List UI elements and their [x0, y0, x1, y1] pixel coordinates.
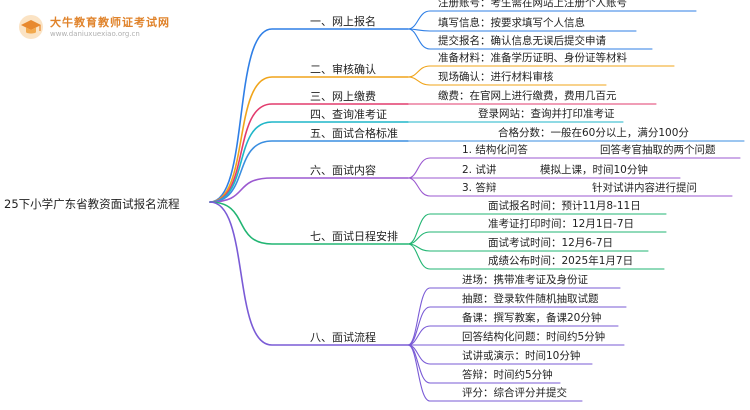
child-connector [407, 65, 675, 78]
branch-label[interactable]: 五、面试合格标准 [310, 127, 398, 140]
branch-connector [209, 177, 409, 203]
child-connector [407, 76, 607, 86]
branch-label[interactable]: 七、面试日程安排 [310, 230, 398, 243]
branch-connector [209, 121, 409, 203]
child-label[interactable]: 登录网站：查询并打印准考证 [478, 108, 615, 120]
child-label[interactable]: 面试报名时间：预计11月8-11日 [488, 200, 641, 212]
child-label[interactable]: 填写信息：按要求填写个人信息 [438, 17, 585, 29]
child-label[interactable]: 成绩公布时间：2025年1月7日 [488, 255, 634, 267]
child-label[interactable]: 准备材料：准备学历证明、身份证等材料 [438, 52, 627, 64]
child-label[interactable]: 抽题：登录软件随机抽取试题 [462, 293, 599, 305]
child-label[interactable]: 注册账号：考生需在网站上注册个人账号 [438, 0, 627, 9]
child-label[interactable]: 合格分数：一般在60分以上，满分100分 [498, 127, 689, 139]
logo-url: www.daniuxuexiao.org.cn [50, 29, 140, 38]
child-connector [407, 28, 653, 50]
site-logo[interactable]: 大牛教育教师证考试网 www.daniuxuexiao.org.cn [18, 14, 170, 40]
child-connector [407, 325, 619, 346]
child-label[interactable]: 2. 试讲 [462, 164, 497, 176]
detail-label[interactable]: 回答考官抽取的两个问题 [600, 144, 716, 156]
branch-connector [209, 28, 409, 203]
branch-connector [209, 103, 409, 203]
child-label[interactable]: 进场：携带准考证及身份证 [462, 274, 588, 286]
detail-label[interactable]: 针对试讲内容进行提问 [592, 182, 697, 194]
branch-connector [209, 201, 409, 346]
branch-label[interactable]: 六、面试内容 [310, 164, 376, 177]
child-connector [407, 306, 627, 346]
child-label[interactable]: 面试考试时间：12月6-7日 [488, 237, 614, 249]
child-label[interactable]: 提交报名：确认信息无误后提交申请 [438, 35, 606, 47]
branch-connector [209, 140, 409, 203]
child-label[interactable]: 3. 答辩 [462, 182, 497, 194]
child-label[interactable]: 1. 结构化问答 [462, 144, 528, 156]
child-label[interactable]: 备课：撰写教案，备课20分钟 [462, 312, 602, 324]
child-connector [407, 177, 533, 197]
child-connector [407, 213, 667, 245]
detail-label[interactable]: 模拟上课，时间10分钟 [540, 164, 648, 176]
child-label[interactable]: 答辩：时间约5分钟 [462, 369, 553, 381]
child-connector [407, 10, 697, 30]
child-connector [407, 344, 583, 402]
graduation-cap-icon [19, 15, 43, 39]
branch-label[interactable]: 三、网上缴费 [310, 90, 376, 103]
branch-label[interactable]: 四、查询准考证 [310, 108, 387, 121]
child-label[interactable]: 缴费：在官网上进行缴费，费用几百元 [438, 90, 617, 102]
child-connector [407, 157, 549, 179]
logo-title: 大牛教育教师证考试网 [50, 15, 170, 29]
child-label[interactable]: 准考证打印时间：12月1日-7日 [488, 218, 635, 230]
child-label[interactable]: 试讲或演示：时间10分钟 [462, 350, 581, 362]
branch-label[interactable]: 二、审核确认 [310, 63, 376, 76]
child-connector [407, 243, 665, 270]
branch-label[interactable]: 八、面试流程 [310, 331, 376, 344]
child-label[interactable]: 回答结构化问题：时间约5分钟 [462, 331, 606, 343]
branch-connector [209, 201, 409, 245]
child-label[interactable]: 现场确认：进行材料审核 [438, 71, 554, 83]
root-topic[interactable]: 25下小学广东省教资面试报名流程 [4, 197, 180, 211]
child-label[interactable]: 评分：综合评分并提交 [462, 387, 567, 399]
child-connector [407, 231, 667, 245]
branch-label[interactable]: 一、网上报名 [310, 15, 376, 28]
branch-connector [209, 76, 409, 203]
